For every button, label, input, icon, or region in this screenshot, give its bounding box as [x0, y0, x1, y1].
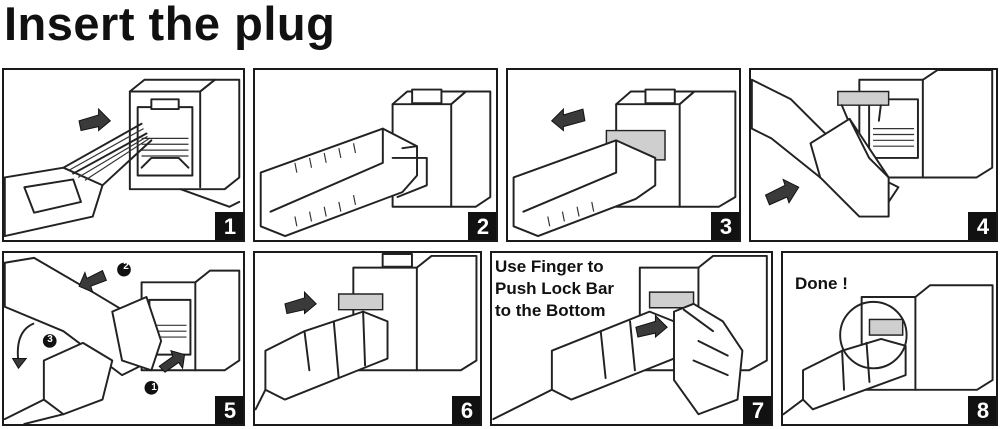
step-illustration-3 — [512, 88, 737, 238]
marker-3: 3 — [47, 334, 53, 345]
step-illustration-4 — [751, 70, 994, 218]
step-number-3: 3 — [711, 212, 739, 240]
step-panel-7: Use Finger to Push Lock Bar to the Botto… — [490, 251, 773, 426]
step-panel-2: 2 — [253, 68, 498, 242]
marker-1: 1 — [151, 382, 157, 393]
step-number-1: 1 — [215, 212, 243, 240]
step-number-2: 2 — [468, 212, 496, 240]
step-illustration-7 — [492, 254, 768, 421]
step-number-4: 4 — [968, 212, 996, 240]
step-illustration-6 — [255, 253, 478, 411]
step-panel-1: 1 — [2, 68, 245, 242]
step-illustration-1 — [4, 78, 241, 238]
step-panel-3: 3 — [506, 68, 741, 242]
marker-2: 2 — [123, 261, 129, 272]
step-number-5: 5 — [215, 396, 243, 424]
step-panel-5: 2 3 1 5 — [2, 251, 245, 426]
step-number-8: 8 — [968, 396, 996, 424]
step-caption-8: Done ! — [795, 274, 848, 293]
page-title: Insert the plug — [4, 0, 336, 50]
step-panel-4: 4 — [749, 68, 998, 242]
step-number-6: 6 — [452, 396, 480, 424]
step-illustration-2 — [259, 88, 492, 238]
step-illustration-8 — [783, 284, 994, 416]
step-panel-8: Done ! 8 — [781, 251, 998, 426]
step-panel-6: 6 — [253, 251, 482, 426]
step-illustration-5 — [4, 256, 241, 424]
step-caption-7: Use Finger to Push Lock Bar to the Botto… — [495, 257, 615, 320]
step-number-7: 7 — [743, 396, 771, 424]
